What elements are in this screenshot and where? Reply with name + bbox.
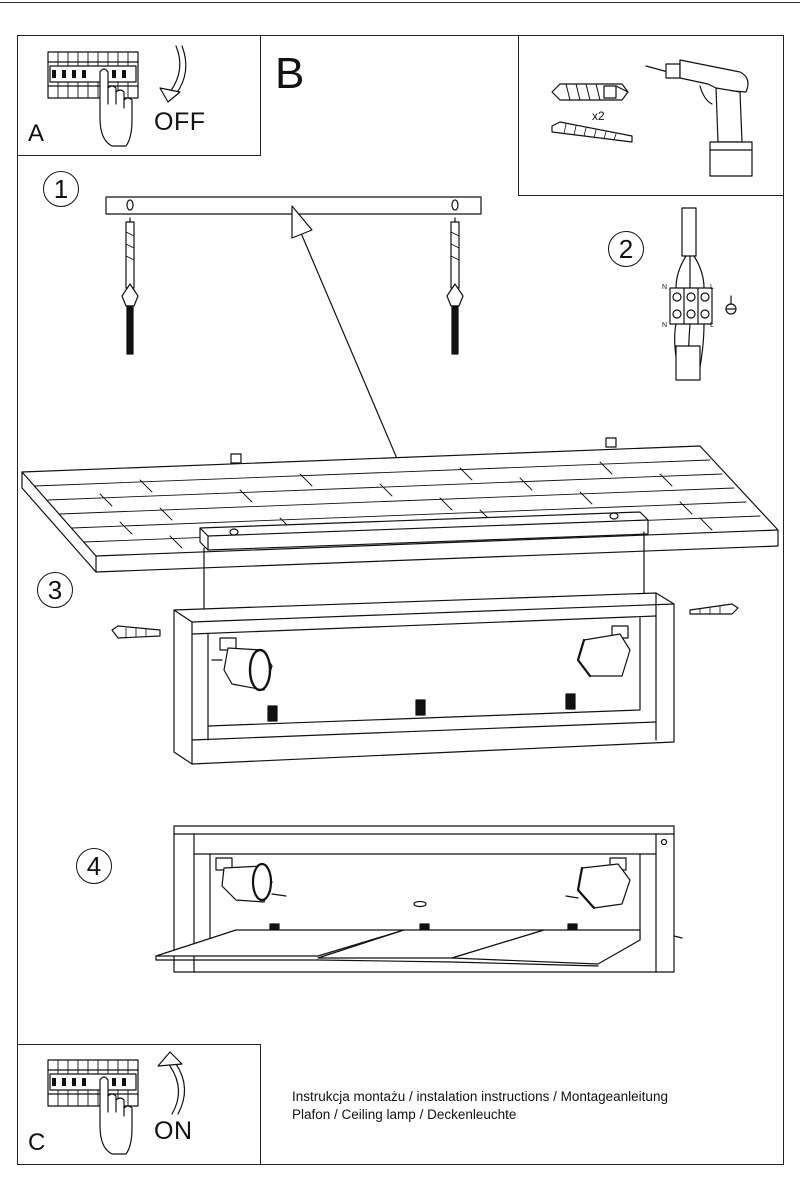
anchor-quantity: x2 — [592, 109, 605, 123]
arrow-up-icon — [157, 1051, 186, 1115]
spotlight-left-step3 — [211, 637, 273, 692]
step-3-badge: 3 — [37, 572, 73, 608]
spotlight-right-step4 — [565, 857, 631, 910]
page-frame — [17, 35, 784, 1165]
arrow-down-icon — [159, 45, 187, 103]
spotlight-left-step4 — [215, 857, 427, 908]
switch-on-label: ON — [154, 1117, 193, 1145]
anchor-right — [446, 217, 464, 355]
hand-icon-c — [99, 1076, 133, 1155]
breaker-panel-icon-c — [47, 1059, 139, 1107]
glass-panels — [155, 929, 641, 967]
switch-off-label: OFF — [154, 108, 206, 136]
panel-b-label: B — [275, 49, 305, 98]
wall-plug-icon — [551, 83, 629, 101]
screw-icon — [551, 121, 633, 143]
footer-product-type: Plafon / Ceiling lamp / Deckenleuchte — [292, 1107, 517, 1122]
drill-icon — [645, 59, 753, 177]
terminal-n-bottom: N — [662, 322, 668, 329]
panel-a-label: A — [28, 120, 45, 147]
terminal-n-top: N — [662, 284, 668, 291]
panel-c-switch-on — [17, 1044, 261, 1165]
lamp-body-step3 — [173, 592, 675, 765]
ceiling-surface — [21, 437, 779, 573]
terminal-l-bottom: L — [710, 322, 714, 329]
hand-icon — [99, 68, 133, 147]
screw-right — [689, 603, 739, 615]
breaker-panel-icon — [47, 51, 139, 99]
step-1-badge: 1 — [43, 171, 79, 207]
spotlight-right-step3 — [576, 625, 631, 678]
anchor-left — [121, 217, 139, 355]
page-top-rule — [0, 2, 800, 3]
panel-c-label: C — [28, 1129, 46, 1156]
footer-instructions-title: Instrukcja montażu / instalation instruc… — [292, 1089, 668, 1104]
step-2-badge: 2 — [608, 231, 644, 267]
terminal-block-icon — [669, 207, 737, 381]
screw-left — [111, 625, 161, 639]
step-4-badge: 4 — [76, 848, 112, 884]
terminal-l-top: L — [710, 284, 714, 291]
mounted-rail — [199, 511, 649, 609]
